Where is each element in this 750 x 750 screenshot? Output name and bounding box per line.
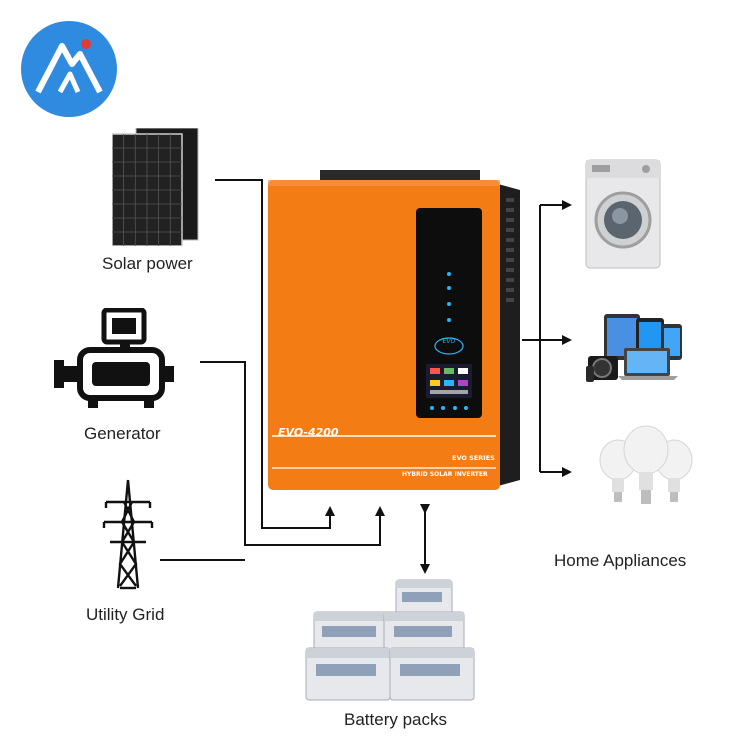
generator-label: Generator	[84, 424, 161, 443]
inverter-series: EVO SERIES	[452, 454, 495, 462]
power-tower-icon	[100, 478, 156, 590]
battery-pack-icon	[304, 578, 478, 706]
light-bulb-icon	[596, 420, 696, 516]
solar-panel-icon	[112, 128, 202, 246]
output-trunk-line	[522, 205, 541, 472]
generator-connection-line	[200, 361, 385, 546]
inverter-model: EVO-4200	[278, 426, 339, 439]
inverter-unit: EVO EVO-4200 EVO SERIES HYBRID SOLAR INV…	[262, 168, 524, 498]
utility-grid-label: Utility Grid	[86, 605, 165, 624]
inverter-panel-logo: EVO	[442, 338, 456, 345]
battery-packs-label: Battery packs	[344, 710, 447, 729]
solar-power-label: Solar power	[102, 254, 193, 273]
inverter-subtitle: HYBRID SOLAR INVERTER	[402, 471, 488, 478]
home-appliances-label: Home Appliances	[554, 551, 687, 570]
brand-logo-icon	[20, 20, 118, 118]
generator-icon	[52, 308, 182, 413]
solar-connection-line	[215, 179, 335, 529]
washing-machine-icon	[584, 158, 662, 270]
electronics-icon	[586, 310, 692, 386]
